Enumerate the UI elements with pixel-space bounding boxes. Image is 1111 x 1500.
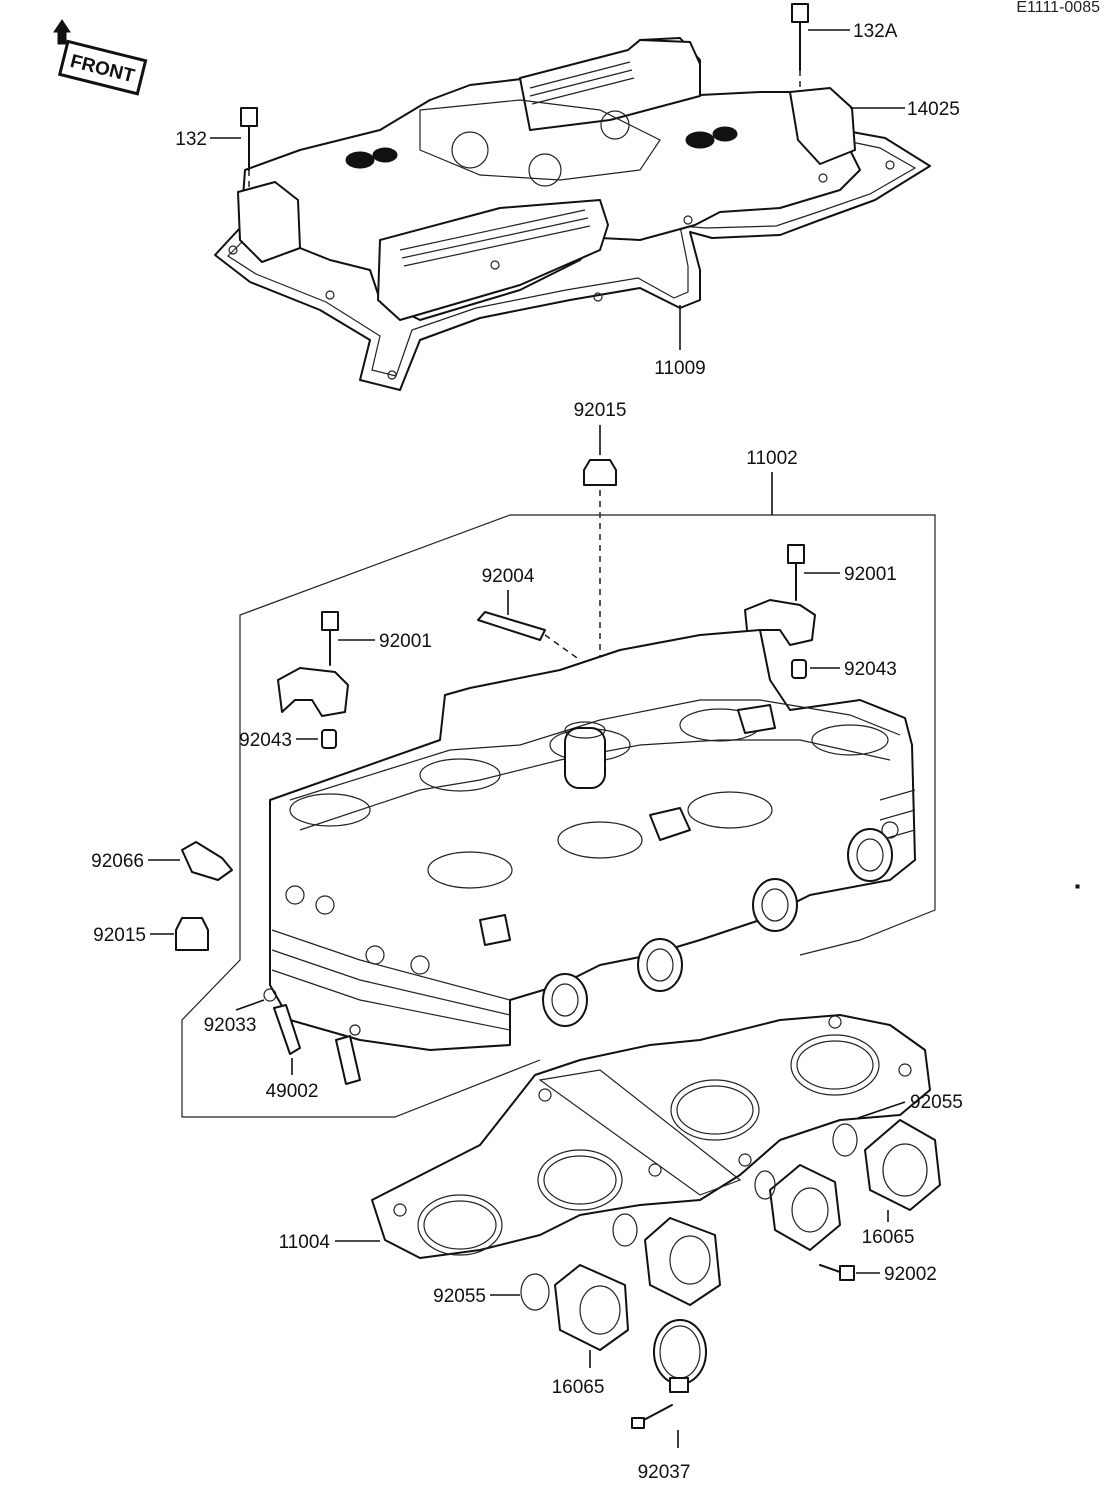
label-92033: 92033 xyxy=(204,1015,257,1036)
oring-92033: 92033 xyxy=(204,988,277,1036)
label-92055-right: 92055 xyxy=(910,1092,963,1113)
stud-92004: 92004 xyxy=(477,566,581,661)
holder-16065-left: 92055 16065 xyxy=(433,1264,629,1398)
label-92055-left: 92055 xyxy=(433,1286,486,1307)
bolt-92001-right: 92001 xyxy=(744,544,897,646)
label-92002: 92002 xyxy=(884,1264,937,1285)
label-92015-top: 92015 xyxy=(574,400,627,421)
label-11004: 11004 xyxy=(279,1232,331,1253)
label-16065-left: 16065 xyxy=(552,1377,605,1398)
bolt-92001-left: 92001 xyxy=(277,611,432,717)
document-code: E1111-0085 xyxy=(1016,0,1100,16)
stray-mark xyxy=(1075,884,1080,889)
front-arrow-badge: FRONT xyxy=(53,19,148,96)
label-92043-right: 92043 xyxy=(844,659,897,680)
cylinder-head xyxy=(269,629,916,1051)
label-92043-left: 92043 xyxy=(239,730,292,751)
label-92015-left: 92015 xyxy=(93,925,146,946)
dowel-92043-right: 92043 xyxy=(791,659,897,680)
holder-16065-right: 92055 16065 xyxy=(754,1092,963,1251)
label-11009: 11009 xyxy=(654,358,705,379)
holder-center xyxy=(612,1213,721,1306)
label-11002: 11002 xyxy=(746,448,797,469)
label-16065-right: 16065 xyxy=(862,1227,915,1248)
label-14025: 14025 xyxy=(907,99,960,120)
clamp-92037: 92037 xyxy=(631,1319,707,1483)
label-92066: 92066 xyxy=(91,851,144,872)
label-132: 132 xyxy=(175,129,207,150)
leader-11009: 11009 xyxy=(654,305,706,379)
cap-nut-92015-left: 92015 xyxy=(93,917,209,951)
leader-14025: 14025 xyxy=(850,99,960,120)
cover-92066: 92066 xyxy=(91,841,233,881)
bolt-92002: 92002 xyxy=(819,1264,937,1285)
label-92004: 92004 xyxy=(482,566,535,587)
label-49002: 49002 xyxy=(266,1081,319,1102)
bolt-132a: 132A xyxy=(791,3,898,92)
bolt-132: 132 xyxy=(175,107,258,192)
label-92001-left: 92001 xyxy=(379,631,432,652)
label-92001-right: 92001 xyxy=(844,564,897,585)
cylinder-head-cover xyxy=(214,37,931,391)
bracket-11002: 11002 xyxy=(181,448,936,1118)
lifters-49002: 49002 xyxy=(266,1004,361,1102)
dowel-92043-left: 92043 xyxy=(239,729,337,751)
label-132a: 132A xyxy=(853,21,898,42)
label-92037: 92037 xyxy=(638,1462,691,1483)
cap-nut-92015-top: 92015 xyxy=(574,400,627,780)
head-gasket-11004: 11004 xyxy=(279,1014,931,1259)
